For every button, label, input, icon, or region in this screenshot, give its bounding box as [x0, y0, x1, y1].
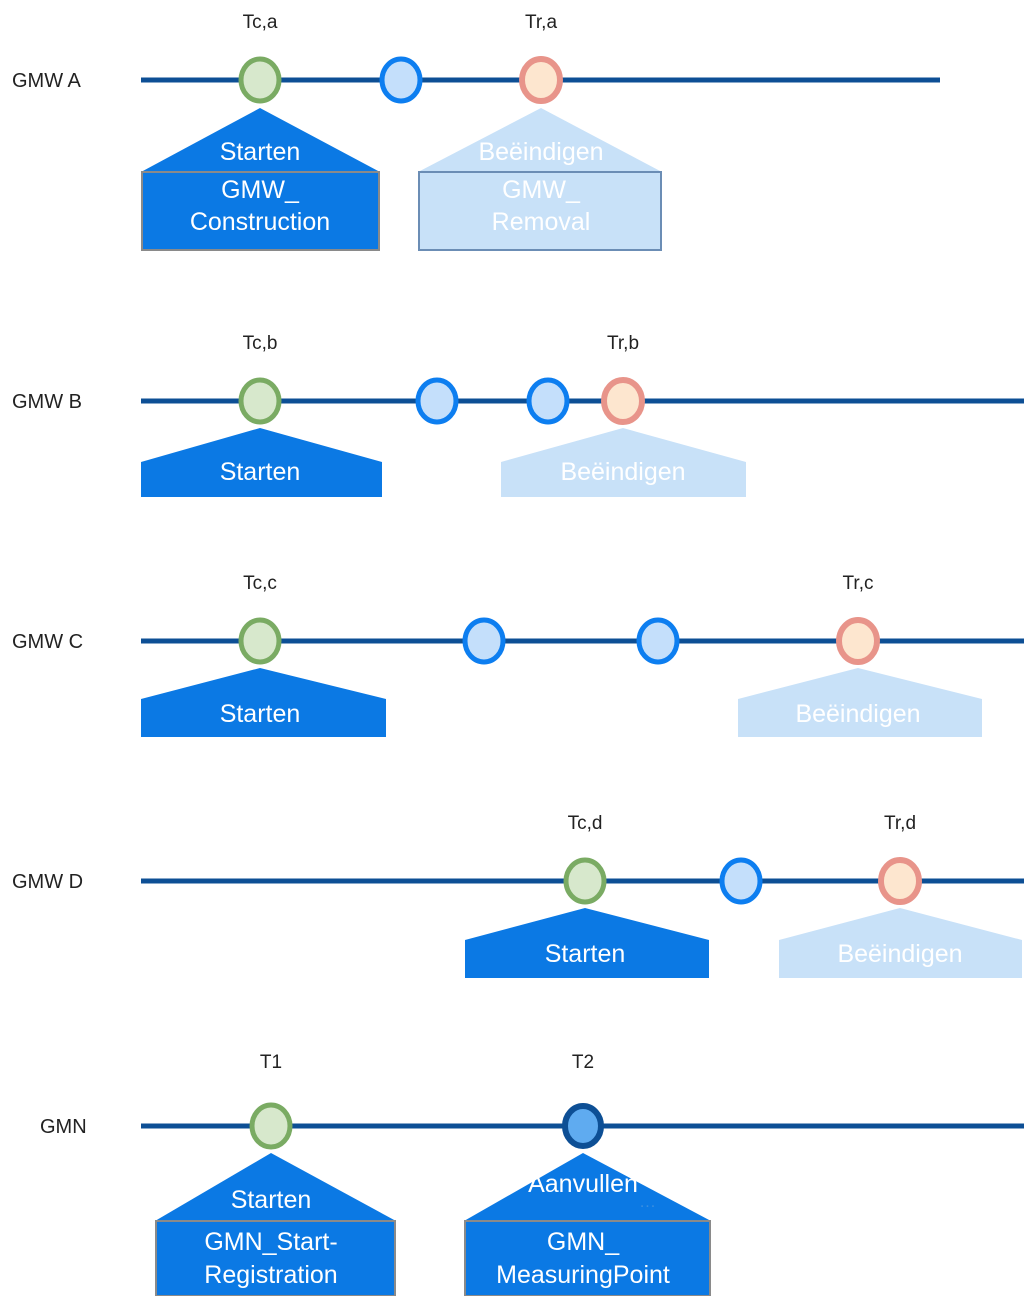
marker-green-gmn-t1[interactable] [249, 1102, 293, 1150]
pennant-box-line-gmn-start-registration-1: Registration [204, 1261, 337, 1289]
pennant-shape-d-starten [465, 908, 709, 978]
marker-blue-d-mid-1[interactable] [719, 857, 763, 905]
pennant-label-b-beeindigen: Beëindigen [560, 458, 685, 486]
marker-green-d-start[interactable] [563, 857, 607, 905]
time-label-a-start: Tc,a [243, 12, 278, 33]
pennant-b-beeindigen[interactable]: Beëindigen [501, 428, 746, 497]
row-label-gmw-b: GMW B [12, 391, 82, 413]
pennant-c-beeindigen[interactable]: Beëindigen [738, 668, 982, 737]
pennant-shape-c-starten [141, 668, 386, 737]
time-label-gmn-t1: T1 [260, 1052, 282, 1073]
marker-salmon-c-end[interactable] [836, 617, 880, 665]
pennant-label-b-starten: Starten [220, 458, 301, 486]
pennant-label-gmn-measuringpoint: Aanvullen [528, 1170, 638, 1198]
pennant-box-line-a-removal-1: Removal [492, 208, 591, 236]
row-label-gmn: GMN [40, 1116, 87, 1138]
marker-blue-a-mid-1[interactable] [379, 56, 423, 104]
time-label-d-end: Tr,d [884, 813, 916, 834]
time-label-b-end: Tr,b [607, 333, 639, 354]
timeline-row-gmw-c: GMW C Starten Beëindigen Tc,c Tr,c [12, 573, 1024, 737]
marker-blue-b-mid-2[interactable] [526, 377, 570, 425]
pennant-label-c-starten: Starten [220, 700, 301, 728]
timeline-row-gmw-b: GMW B Starten Beëindigen Tc,b Tr,b [12, 333, 1024, 497]
time-label-c-end: Tr,c [843, 573, 874, 594]
pennant-label-gmn-start-registration: Starten [231, 1186, 312, 1214]
marker-green-c-start[interactable] [238, 617, 282, 665]
pennant-box-gmn-measuringpoint [464, 1220, 711, 1296]
pennant-box-line-gmn-start-registration-0: GMN_Start- [204, 1228, 337, 1256]
time-label-a-end: Tr,a [525, 12, 557, 33]
pennant-shape-c-beeindigen [738, 668, 982, 737]
timeline-row-gmw-d: GMW D Starten Beëindigen Tc,d Tr,d [12, 813, 1024, 978]
pennant-box-line-gmn-measuringpoint-1: MeasuringPoint [496, 1261, 670, 1289]
pennant-label-d-starten: Starten [545, 940, 626, 968]
pennant-d-starten[interactable]: Starten [465, 908, 709, 978]
pennant-c-starten[interactable]: Starten [141, 668, 386, 737]
pennant-b-starten[interactable]: Starten [141, 428, 382, 497]
row-label-gmw-a: GMW A [12, 70, 82, 92]
time-label-c-start: Tc,c [243, 573, 277, 594]
pennant-box-a-removal [418, 171, 662, 251]
pennant-label-d-beeindigen: Beëindigen [837, 940, 962, 968]
pennant-label-a-removal: Beëindigen [478, 138, 603, 166]
pennant-label-c-beeindigen: Beëindigen [795, 700, 920, 728]
marker-salmon-b-end[interactable] [601, 377, 645, 425]
row-label-gmw-c: GMW C [12, 631, 83, 653]
pennant-shape-b-beeindigen [501, 428, 746, 497]
pennant-box-line-a-construction-0: GMW_ [221, 176, 300, 204]
pennant-box-line-gmn-measuringpoint-0: GMN_ [547, 1228, 620, 1256]
pennant-box-line-a-removal-0: GMW_ [502, 176, 581, 204]
marker-green-b-start[interactable] [238, 377, 282, 425]
pennant-box-line-a-construction-1: Construction [190, 208, 330, 236]
pennant-label-a-construction: Starten [220, 138, 301, 166]
time-label-b-start: Tc,b [243, 333, 278, 354]
marker-blue-c-mid-1[interactable] [462, 617, 506, 665]
pennant-gmn-measuringpoint[interactable]: Aanvullen... GMN_ MeasuringPoint [464, 1153, 711, 1296]
marker-green-a-start[interactable] [238, 56, 282, 104]
row-label-gmw-d: GMW D [12, 871, 83, 893]
time-label-gmn-t2: T2 [572, 1052, 594, 1073]
marker-blue-b-mid-1[interactable] [415, 377, 459, 425]
pennant-ellipsis-gmn-measuringpoint: ... [640, 1194, 656, 1211]
marker-salmon-a-end[interactable] [519, 56, 563, 104]
pennant-d-beeindigen[interactable]: Beëindigen [779, 908, 1022, 978]
pennant-box-a-construction [141, 171, 380, 251]
pennant-shape-d-beeindigen [779, 908, 1022, 978]
pennant-box-gmn-start-registration [155, 1220, 396, 1296]
marker-darkblue-gmn-t2[interactable] [562, 1103, 604, 1149]
pennant-shape-b-starten [141, 428, 382, 497]
marker-salmon-d-end[interactable] [878, 857, 922, 905]
time-label-d-start: Tc,d [568, 813, 603, 834]
marker-blue-c-mid-2[interactable] [636, 617, 680, 665]
